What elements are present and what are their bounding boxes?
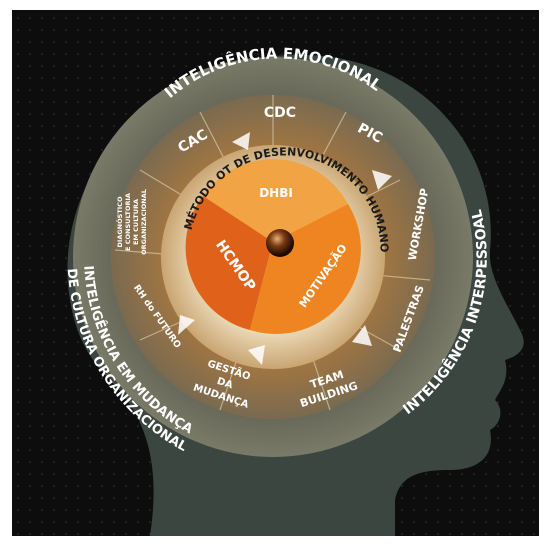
segment-diag-1: DIAGNÓSTICO bbox=[115, 196, 124, 247]
cycle-arrows bbox=[178, 132, 392, 365]
segment-cdc: CDC bbox=[264, 105, 296, 121]
core-dhbi: DHBI bbox=[259, 186, 293, 200]
motivacao-sector bbox=[250, 204, 361, 335]
center-sphere bbox=[266, 229, 294, 257]
segment-gestao-2: DA bbox=[215, 376, 234, 391]
dhbi-sector bbox=[203, 159, 348, 242]
hcmop-sector bbox=[185, 196, 273, 330]
segment-diag-2: E CONSULTORIA bbox=[124, 193, 132, 251]
segment-diag-3: EM CULTURA bbox=[132, 199, 140, 245]
segment-diag-4: ORGANIZACIONAL bbox=[140, 189, 148, 255]
